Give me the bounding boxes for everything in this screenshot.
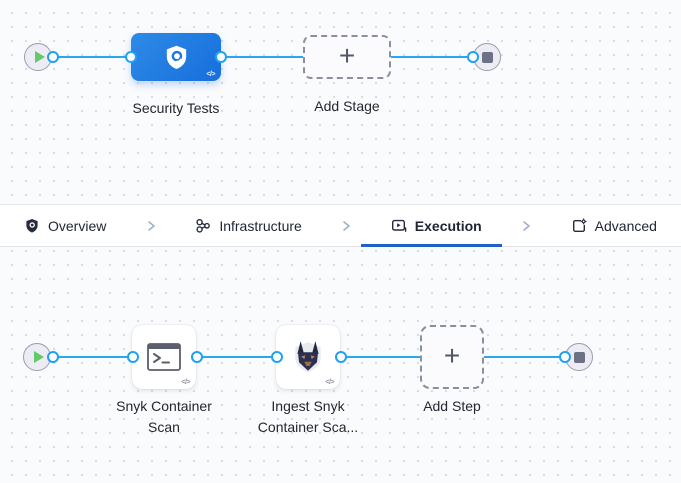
play-box-icon [391, 219, 407, 232]
template-code-badge: </> [181, 379, 190, 386]
tab-infrastructure-label: Infrastructure [219, 217, 302, 234]
template-code-badge: </> [206, 71, 215, 78]
tab-overview[interactable]: Overview [24, 205, 106, 246]
cluster-icon [196, 218, 211, 233]
port[interactable] [125, 51, 137, 63]
tab-overview-label: Overview [48, 217, 107, 234]
play-icon [33, 351, 44, 363]
tab-advanced-label: Advanced [594, 217, 657, 234]
shield-icon [26, 218, 38, 233]
stage-label: Security Tests [132, 100, 220, 116]
chevron-right-icon [523, 220, 530, 231]
step-label-line: Ingest Snyk [271, 398, 345, 414]
tab-execution-label: Execution [414, 217, 482, 234]
plus-icon: + [338, 40, 356, 71]
chevron-right-icon [343, 220, 351, 231]
step-label-line: Container Sca... [257, 419, 359, 435]
step-label: Ingest Snyk Container Sca... [248, 396, 368, 438]
plus-icon: + [443, 340, 461, 371]
tab-infrastructure[interactable]: Infrastructure [195, 205, 302, 246]
port[interactable] [47, 351, 59, 363]
port[interactable] [335, 351, 347, 363]
step-label: Snyk Container Scan [104, 396, 224, 438]
port[interactable] [467, 51, 479, 63]
add-stage-button[interactable]: + [303, 35, 391, 79]
stop-icon [573, 351, 585, 363]
port[interactable] [191, 351, 203, 363]
play-icon [34, 51, 45, 63]
stage-config-tabs: Overview Infrastructure Execution [0, 204, 681, 247]
security-shield-scan-icon [166, 45, 186, 69]
port[interactable] [559, 351, 571, 363]
port[interactable] [271, 351, 283, 363]
terminal-icon [147, 343, 181, 371]
stage-start-node [24, 43, 52, 71]
add-step-button[interactable]: + [420, 325, 484, 389]
stop-icon [481, 51, 493, 63]
stage-connector-line [44, 56, 476, 58]
snyk-dog-icon [295, 341, 321, 373]
step-label-line: Snyk Container [116, 398, 212, 414]
tab-advanced[interactable]: Advanced [571, 205, 657, 246]
template-code-badge: </> [325, 379, 334, 386]
step-node-snyk-container-scan[interactable]: </> [132, 325, 196, 389]
add-step-label: Add Step [423, 398, 481, 414]
port[interactable] [127, 351, 139, 363]
gear-box-icon [572, 217, 587, 232]
port[interactable] [215, 51, 227, 63]
add-stage-label: Add Stage [314, 98, 380, 114]
step-node-ingest-snyk[interactable]: </> [276, 325, 340, 389]
tab-execution[interactable]: Execution [360, 205, 502, 247]
stage-node-security-tests[interactable]: </> [131, 33, 221, 81]
chevron-right-icon [148, 220, 155, 231]
port[interactable] [47, 51, 59, 63]
step-label-line: Scan [148, 419, 180, 435]
